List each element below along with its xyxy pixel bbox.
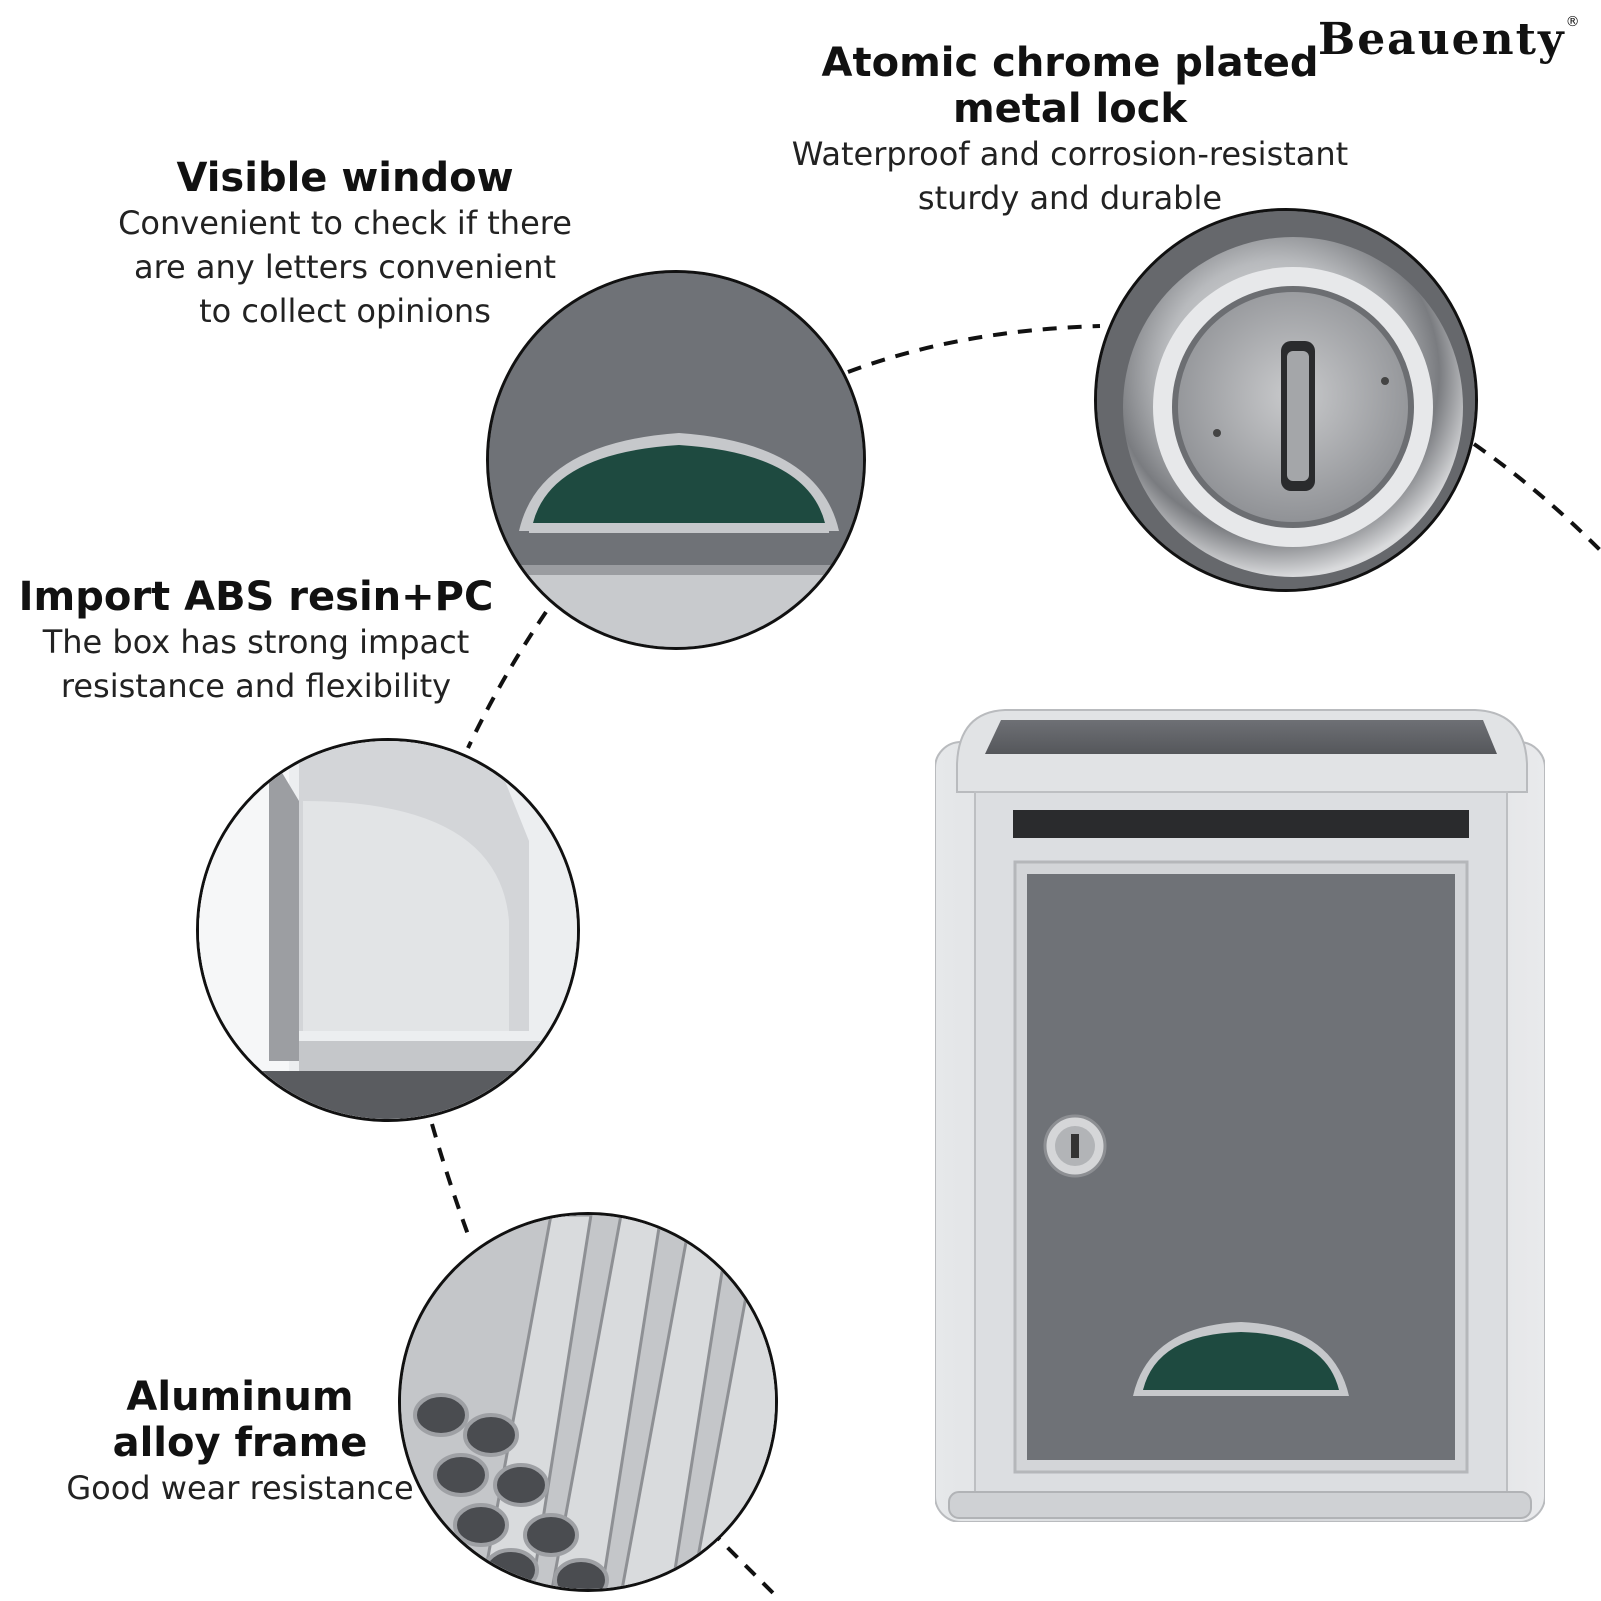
feature-lock-title-1: Atomic chrome plated — [821, 40, 1319, 86]
feature-material-title: Import ABS resin+PC — [18, 574, 494, 620]
corner-cap-icon — [199, 741, 577, 1119]
feature-lock-title-2: metal lock — [952, 86, 1188, 132]
visible-window-icon — [489, 273, 863, 647]
feature-lock: Atomic chrome plated metal lock Waterpro… — [760, 40, 1380, 220]
feature-material-desc-2: resistance and flexibility — [60, 667, 452, 705]
feature-window-desc-1: Convenient to check if there — [118, 204, 572, 242]
corner-detail-circle — [196, 738, 580, 1122]
feature-frame-title-1: Aluminum — [126, 1374, 354, 1420]
lock-cylinder-icon — [1097, 211, 1475, 589]
feature-material: Import ABS resin+PC The box has strong i… — [16, 574, 496, 708]
brand-logo: Beauenty® — [1318, 14, 1582, 65]
aluminum-tubes-icon — [401, 1215, 775, 1589]
feature-lock-desc-1: Waterproof and corrosion-resistant — [791, 135, 1349, 173]
feature-frame-desc: Good wear resistance — [66, 1469, 414, 1507]
window-detail-circle — [486, 270, 866, 650]
aluminum-detail-circle — [398, 1212, 778, 1592]
brand-name: Beauenty — [1318, 14, 1566, 65]
feature-window: Visible window Convenient to check if th… — [90, 155, 600, 333]
mailbox-product — [934, 706, 1546, 1523]
feature-window-desc-2: are any letters convenient — [133, 248, 557, 286]
registered-mark: ® — [1565, 14, 1582, 30]
feature-window-desc-3: to collect opinions — [199, 292, 491, 330]
feature-material-desc-1: The box has strong impact — [42, 623, 470, 661]
feature-window-title: Visible window — [176, 155, 514, 201]
feature-lock-desc-2: sturdy and durable — [917, 179, 1223, 217]
feature-frame: Aluminum alloy frame Good wear resistanc… — [40, 1374, 440, 1510]
lock-detail-circle — [1094, 208, 1478, 592]
feature-frame-title-2: alloy frame — [112, 1420, 368, 1466]
mailbox-product-icon — [934, 709, 1546, 1523]
